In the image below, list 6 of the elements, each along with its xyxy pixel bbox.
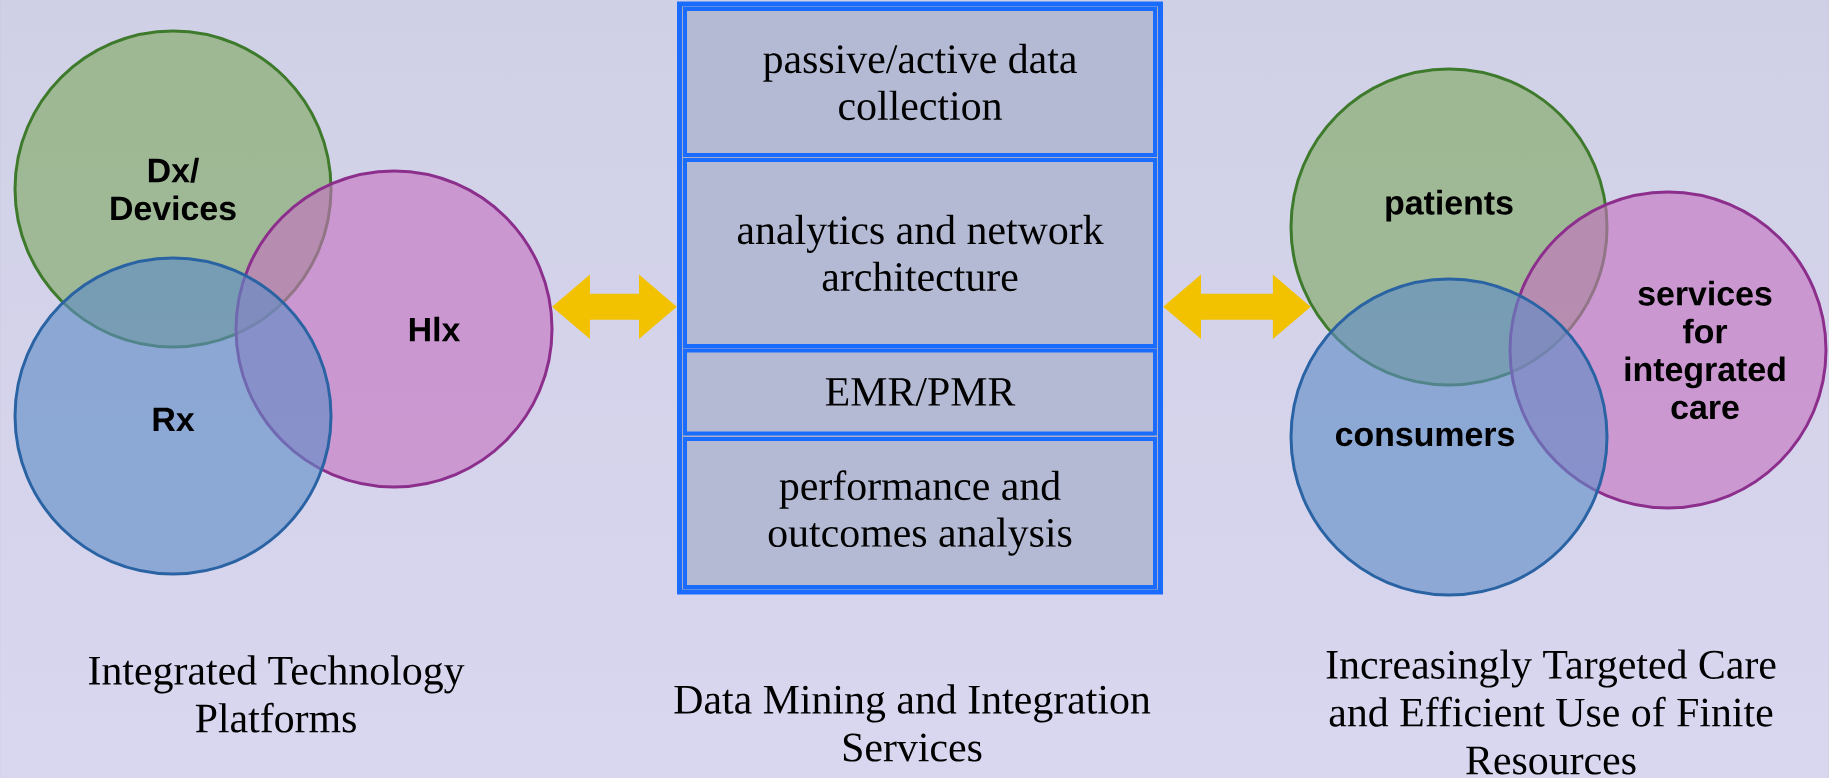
process-box: passive/active data collection (683, 7, 1157, 157)
process-box: EMR/PMR (683, 348, 1157, 436)
caption: Data Mining and Integration Services (674, 684, 1151, 762)
process-box: performance and outcomes analysis (683, 437, 1157, 589)
caption: Integrated Technology Platforms (89, 655, 465, 733)
caption: Increasingly Targeted Care and Efficient Use of Finite Resources (1326, 649, 1776, 775)
